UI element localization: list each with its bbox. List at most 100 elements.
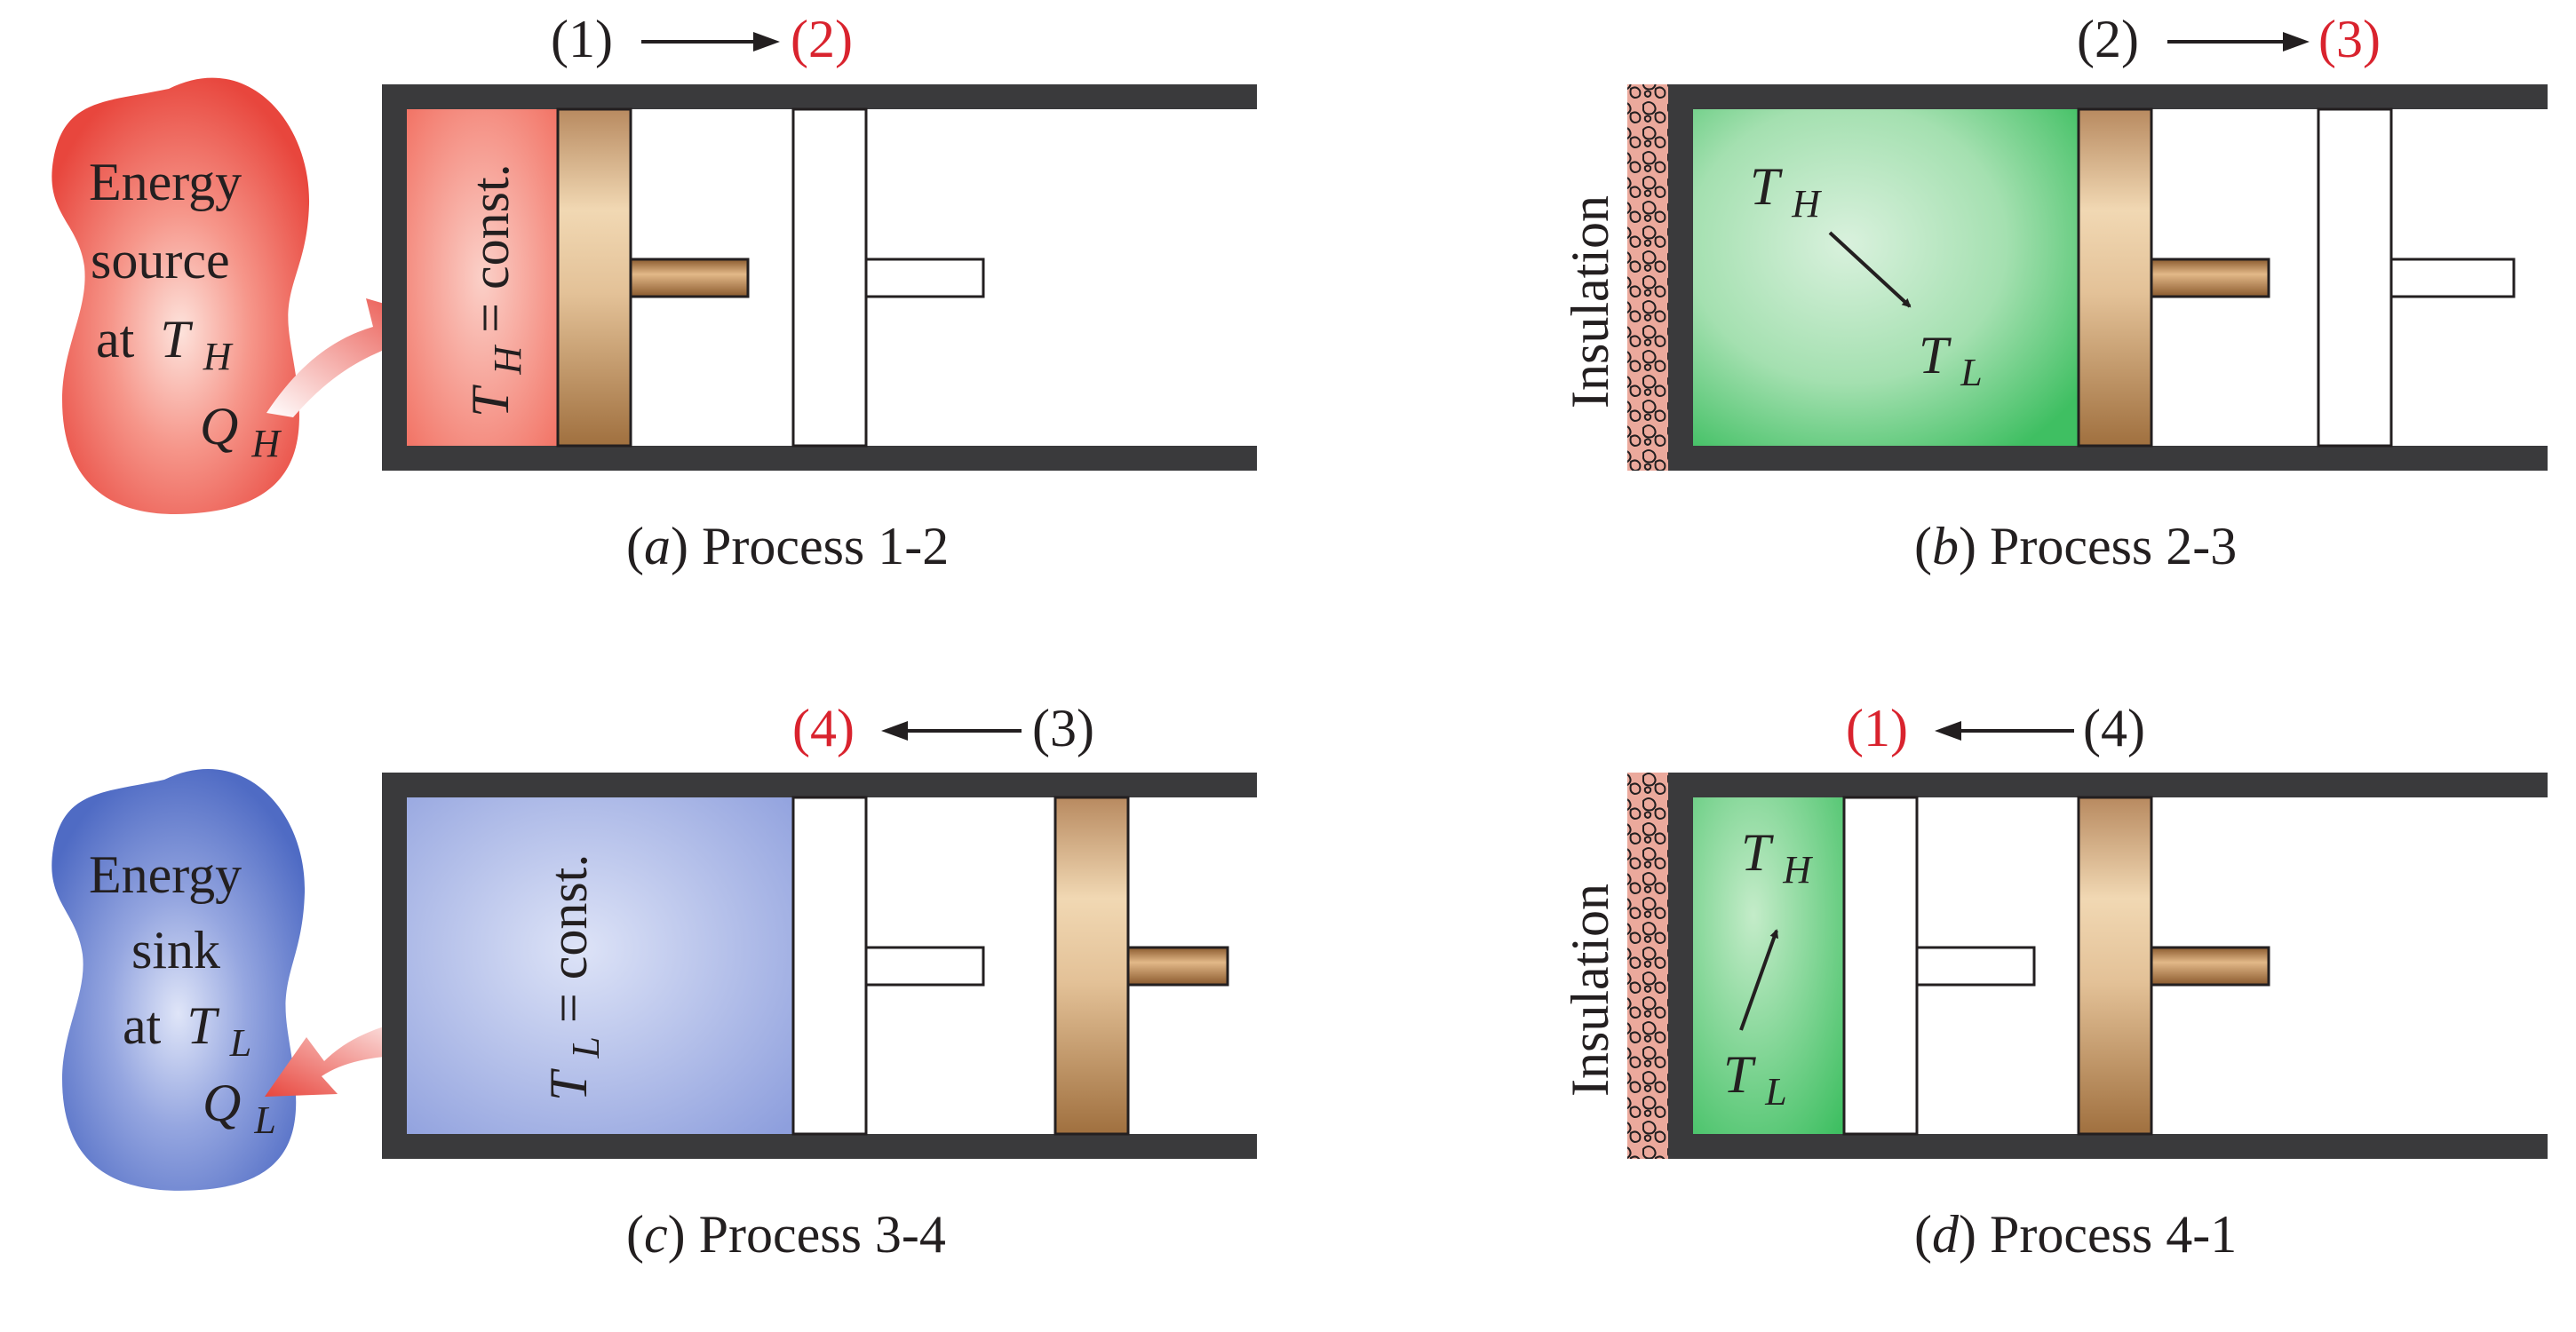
arrow-left-icon	[1935, 721, 1961, 741]
source-T: T	[160, 310, 193, 369]
piston-outline	[791, 796, 868, 1136]
piston-rod-outline	[864, 258, 985, 298]
svg-text:(d) Process 4-1: (d) Process 4-1	[1914, 1205, 2237, 1264]
piston-outline	[791, 107, 868, 448]
state-arrow-a: (1) (2)	[551, 10, 853, 68]
piston-rod-outline	[864, 946, 985, 987]
caption-text: Process 1-2	[688, 517, 949, 575]
gas-region	[1693, 797, 1844, 1134]
temp-end-sub: L	[1764, 1070, 1786, 1114]
cooling-arrow	[1828, 231, 1912, 308]
heat-QH: Q	[200, 397, 238, 456]
piston-rod	[2150, 258, 2270, 298]
gas-const: = const.	[461, 163, 520, 333]
svg-text:Q H: Q H	[200, 397, 282, 465]
svg-text:Q L: Q L	[203, 1074, 276, 1142]
svg-text:at T H: at T H	[96, 310, 234, 378]
svg-text:T L: T L	[1919, 326, 1983, 394]
svg-text:T H: T H	[1741, 823, 1813, 892]
state-from-label: (2)	[2077, 10, 2139, 68]
state-from-label: (3)	[1032, 699, 1094, 757]
piston-rod-outline	[2389, 258, 2516, 298]
piston-rod-outline	[1915, 946, 2036, 987]
cold-gas-region	[407, 797, 793, 1134]
svg-text:at T L: at T L	[123, 996, 251, 1065]
state-from-label: (1)	[551, 10, 613, 68]
piston-outline	[1842, 796, 1919, 1136]
cylinder-a: T H = const.	[382, 84, 1257, 471]
state-to-label: (3)	[2318, 10, 2381, 68]
state-arrow-c: (4) (3)	[792, 699, 1094, 757]
panel-d: (1) (4) Insulation T H T L	[1561, 699, 2548, 1264]
svg-text:T L: T L	[1723, 1045, 1787, 1114]
hot-gas-region	[407, 109, 558, 446]
temp-end-sub: L	[1960, 351, 1982, 394]
panel-c: (4) (3) Energy sink at T L Q L	[52, 699, 1257, 1264]
gas-T-sub: H	[486, 345, 529, 376]
energy-sink-blob	[52, 769, 306, 1191]
sink-line2: sink	[131, 921, 220, 979]
piston	[1053, 796, 1130, 1136]
insulation-layer	[1627, 84, 1670, 471]
heat-QL-sub: L	[253, 1098, 275, 1142]
insulation-label: Insulation	[1561, 195, 1619, 408]
sink-at: at	[123, 996, 162, 1055]
heat-QH-sub: H	[250, 422, 282, 465]
temp-start: T	[1750, 157, 1783, 216]
svg-text:T H: T H	[1750, 157, 1822, 226]
gas-const: = const.	[539, 854, 598, 1024]
insulation-label: Insulation	[1561, 884, 1619, 1097]
arrow-right-icon	[753, 32, 780, 52]
panel-b: (2) (3) Insulation T H T L	[1561, 10, 2548, 575]
state-to-label: (1)	[1846, 699, 1908, 757]
insulation-layer	[1627, 773, 1670, 1159]
temp-end: T	[1723, 1045, 1756, 1104]
caption-letter: c	[644, 1205, 668, 1264]
arrow-right-icon	[2283, 32, 2310, 52]
state-from-label: (4)	[2083, 699, 2145, 757]
energy-source-blob	[52, 77, 310, 515]
gas-T: T	[461, 385, 520, 417]
piston-rod	[2150, 946, 2270, 987]
temp-start: T	[1741, 823, 1774, 882]
state-arrow-d: (1) (4)	[1846, 699, 2145, 757]
svg-text:T L = const.: T L = const.	[539, 854, 610, 1101]
svg-text:T H = const.: T H = const.	[461, 163, 532, 417]
caption-letter: a	[644, 517, 671, 575]
source-line2: source	[91, 231, 230, 289]
temp-end: T	[1919, 326, 1952, 385]
heat-QL: Q	[203, 1074, 241, 1132]
sink-line1: Energy	[89, 845, 242, 904]
caption-letter: d	[1932, 1205, 1960, 1264]
panel-a: (1) (2) Energy source at T H Q H	[52, 10, 1257, 575]
gas-T: T	[539, 1068, 598, 1101]
caption-letter: b	[1932, 517, 1959, 575]
state-to-label: (2)	[791, 10, 853, 68]
cylinder-d: T H T L	[1668, 773, 2548, 1159]
source-line1: Energy	[89, 153, 242, 211]
piston	[2077, 796, 2153, 1136]
cylinder-c: T L = const.	[382, 773, 1257, 1159]
piston	[2077, 107, 2153, 448]
caption-text: Process 2-3	[1976, 517, 2237, 575]
temp-start-sub: H	[1791, 182, 1822, 226]
heating-arrow	[1739, 929, 1779, 1031]
caption-text: Process 4-1	[1976, 1205, 2237, 1264]
sink-T: T	[187, 996, 219, 1055]
cylinder-b: T H T L	[1668, 84, 2548, 471]
piston-rod	[629, 258, 750, 298]
piston	[556, 107, 632, 448]
gas-region	[1693, 109, 2079, 446]
state-to-label: (4)	[792, 699, 855, 757]
gas-T-sub: L	[564, 1036, 608, 1058]
source-at: at	[96, 310, 135, 369]
temp-start-sub: H	[1782, 848, 1813, 892]
piston-outline	[2317, 107, 2393, 448]
piston-rod	[1126, 946, 1229, 987]
arrow-left-icon	[881, 721, 908, 741]
svg-text:(a) Process 1-2: (a) Process 1-2	[626, 517, 949, 575]
svg-text:(c) Process 3-4: (c) Process 3-4	[626, 1205, 946, 1264]
source-T-sub: H	[203, 335, 234, 378]
caption-text: Process 3-4	[686, 1205, 946, 1264]
